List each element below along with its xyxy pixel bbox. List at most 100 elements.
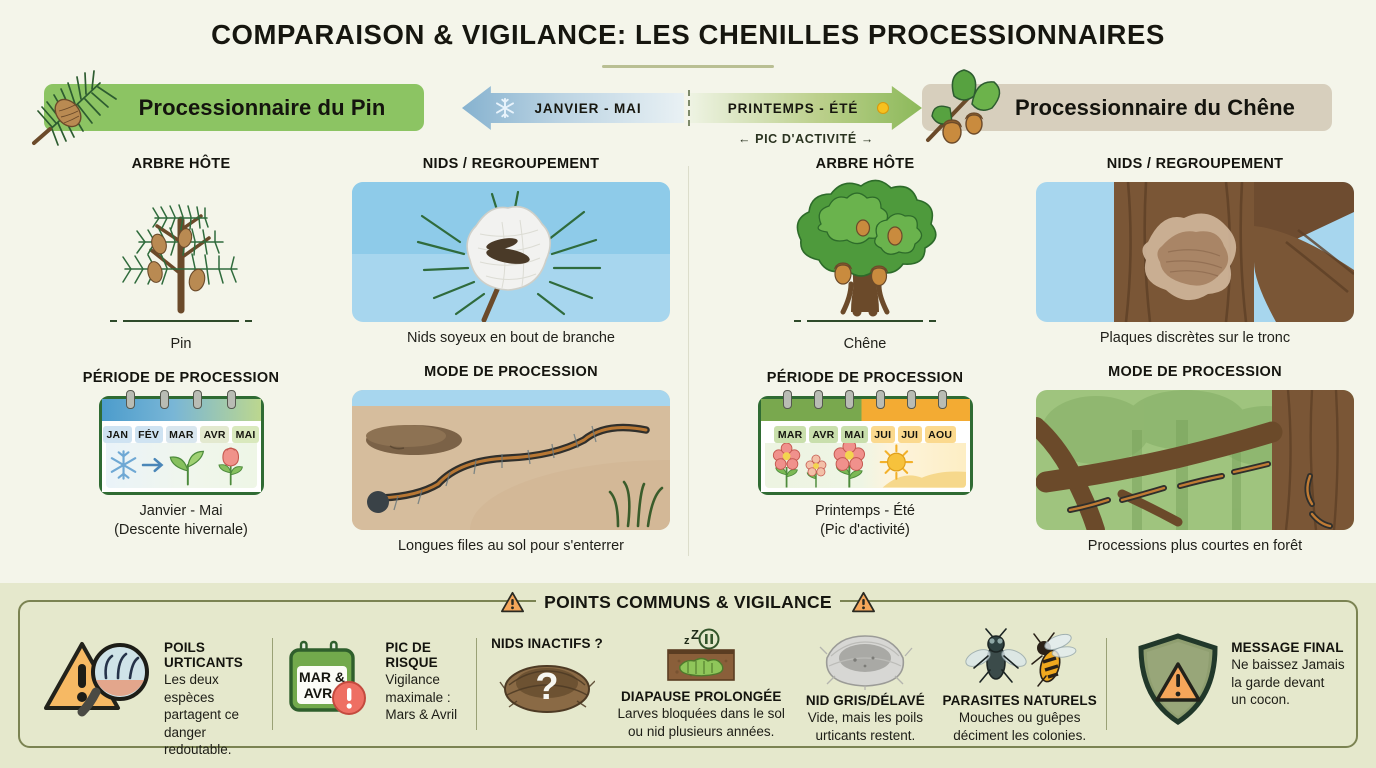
caption-chene-nests: Plaques discrètes sur le tronc (1099, 330, 1291, 346)
item-title: NID GRIS/DÉLAVÉ (805, 693, 925, 708)
caption-chene-period-1: Printemps - Été (815, 503, 915, 519)
snowflake-icon (494, 97, 516, 119)
block-chene-period: PÉRIODE DE PROCESSION MAR AVR MAI (706, 370, 1024, 540)
silk-nest-photo (352, 182, 670, 322)
column-chene-nests: NIDS / REGROUPEMENT (1036, 156, 1354, 556)
warning-triangle-icon (851, 591, 876, 614)
vigilance-item-nids-inactifs: NIDS INACTIFS ? ? (483, 624, 610, 744)
oak-tree-illustration (706, 178, 1024, 328)
vigilance-item-message-final: MESSAGE FINAL Ne baissez Jamais la garde… (1113, 624, 1356, 744)
zzz-label: Z (691, 628, 699, 642)
peak-activity-label: ← PIC D'ACTIVITÉ → (737, 132, 874, 146)
vigilance-item-pic-de-risque: MAR & AVR PIC DE RISQUE Vigilance maxima… (279, 624, 470, 744)
title-divider (602, 65, 774, 68)
grey-nest-icon (817, 628, 913, 690)
item-text: POILS URTICANTS Les deux espèces partage… (164, 640, 266, 759)
question-mark: ? (535, 666, 558, 708)
nest-question-icon: ? (499, 653, 595, 715)
month-chip: AVR (200, 426, 230, 443)
vigilance-item-diapause: z Z (611, 624, 792, 744)
block-pin-period: PÉRIODE DE PROCESSION JAN FÉV MAR (22, 370, 340, 540)
caption-pin-nests: Nids soyeux en bout de branche (407, 330, 615, 346)
calendar-rings (102, 390, 261, 409)
item-separator (1106, 638, 1108, 730)
calendar-months-chene: MAR AVR MAI JUI JUI AOU (765, 426, 966, 443)
section-title-arbre-hote-chene: ARBRE HÔTE (815, 156, 915, 172)
item-text: MESSAGE FINAL Ne baissez Jamais la garde… (1231, 640, 1344, 709)
vigilance-item-parasites: PARASITES NATURELS Mouches ou guêpes déc… (939, 624, 1100, 744)
fly-icon (965, 628, 1027, 683)
caption-chene-period-2: (Pic d'activité) (820, 522, 910, 538)
item-text: PIC DE RISQUE Vigilance maximale : Mars … (385, 640, 470, 724)
block-chene-mode: MODE DE PROCESSION (1036, 364, 1354, 556)
wasp-icon (1030, 632, 1077, 687)
month-chip: JUI (897, 426, 922, 443)
item-title: DIAPAUSE PROLONGÉE (620, 689, 782, 704)
month-chip: AVR (808, 426, 838, 443)
sun-icon (872, 97, 894, 119)
item-title: POILS URTICANTS (164, 640, 243, 670)
species-label-chene: Processionnaire du Chêne (1015, 94, 1295, 120)
calendar-chene: MAR AVR MAI JUI JUI AOU (757, 390, 973, 495)
ground-line (110, 320, 252, 322)
comparison-grid: ARBRE HÔTE (0, 156, 1376, 556)
timeline-separator (688, 90, 690, 126)
column-pin-nests: NIDS / REGROUPEMENT (352, 156, 670, 556)
calendar-alert-icon: MAR & AVR (287, 636, 379, 718)
section-title-periode-chene: PÉRIODE DE PROCESSION (766, 370, 964, 386)
item-title: PARASITES NATURELS (942, 693, 1097, 708)
item-desc: Vigilance maximale : Mars & Avril (385, 672, 458, 722)
item-title: MESSAGE FINAL (1231, 640, 1344, 655)
bottom-heading-text: POINTS COMMUNS & VIGILANCE (536, 592, 840, 613)
timeline-label-winter: JANVIER - MAI (534, 100, 642, 116)
page-title: COMPARAISON & VIGILANCE: LES CHENILLES P… (211, 19, 1165, 50)
month-chip: FÉV (134, 426, 163, 443)
timeline-arrow-winter: JANVIER - MAI (462, 86, 684, 130)
center-divider (688, 166, 689, 556)
section-title-periode-pin: PÉRIODE DE PROCESSION (82, 370, 280, 386)
column-pin-host: ARBRE HÔTE (22, 156, 340, 540)
calendar-pin: JAN FÉV MAR AVR MAI (98, 390, 264, 495)
ground-line (794, 320, 936, 322)
month-chip: JAN (103, 426, 132, 443)
timeline-label-summer: PRINTEMPS - ÉTÉ (727, 100, 859, 116)
item-title: PIC DE RISQUE (385, 640, 438, 670)
item-title: NIDS INACTIFS ? (491, 636, 603, 651)
zzz-label: z (684, 635, 690, 647)
item-desc: Ne baissez Jamais la garde devant un coc… (1231, 657, 1345, 707)
sleeping-larva-icon: z Z (646, 628, 756, 686)
vigilance-item-nid-gris: NID GRIS/DÉLAVÉ Vide, mais les poils urt… (792, 624, 939, 744)
bottom-panel: POINTS COMMUNS & VIGILANCE (0, 583, 1376, 768)
bottom-panel-box: POINTS COMMUNS & VIGILANCE (18, 591, 1358, 757)
item-desc: Larves bloquées dans le sol ou nid plusi… (617, 706, 785, 739)
block-pin-mode: MODE DE PROCESSION (352, 364, 670, 556)
month-chip: JUI (870, 426, 895, 443)
calendar-months-pin: JAN FÉV MAR AVR MAI (103, 426, 260, 443)
calendar-rings (761, 390, 970, 409)
bottom-panel-heading: POINTS COMMUNS & VIGILANCE (20, 591, 1356, 614)
warning-triangle-icon (500, 591, 525, 614)
month-chip: MAI (840, 426, 868, 443)
calendar-scene-pin (105, 443, 257, 488)
species-header-row: Processionnaire du Pin (0, 69, 1376, 156)
pine-sprig-icon (28, 67, 138, 147)
caption-chene-mode: Processions plus courtes en forêt (1087, 538, 1303, 554)
item-separator (476, 638, 478, 730)
warning-magnifier-hairs-icon (44, 632, 156, 724)
timeline-arrows: JANVIER - MAI PRINTEMPS - ÉTÉ (462, 86, 922, 152)
caption-pin: Pin (170, 336, 192, 352)
caption-pin-period-2: (Descente hivernale) (114, 522, 248, 538)
species-label-pin: Processionnaire du Pin (138, 94, 386, 120)
vigilance-item-poils-urticants: POILS URTICANTS Les deux espèces partage… (20, 624, 266, 757)
item-desc: Vide, mais les poils urticants restent. (807, 710, 924, 743)
caption-pin-period-1: Janvier - Mai (139, 503, 223, 519)
section-title-mode-pin: MODE DE PROCESSION (424, 364, 598, 380)
item-desc: Les deux espèces partagent ce danger red… (164, 672, 240, 757)
caption-chene: Chêne (843, 336, 887, 352)
section-title-nids-pin: NIDS / REGROUPEMENT (422, 156, 600, 172)
item-separator (272, 638, 274, 730)
caption-pin-mode: Longues files au sol pour s'enterrer (397, 538, 625, 554)
fly-wasp-icon (960, 628, 1080, 690)
month-chip: MAR (774, 426, 806, 443)
